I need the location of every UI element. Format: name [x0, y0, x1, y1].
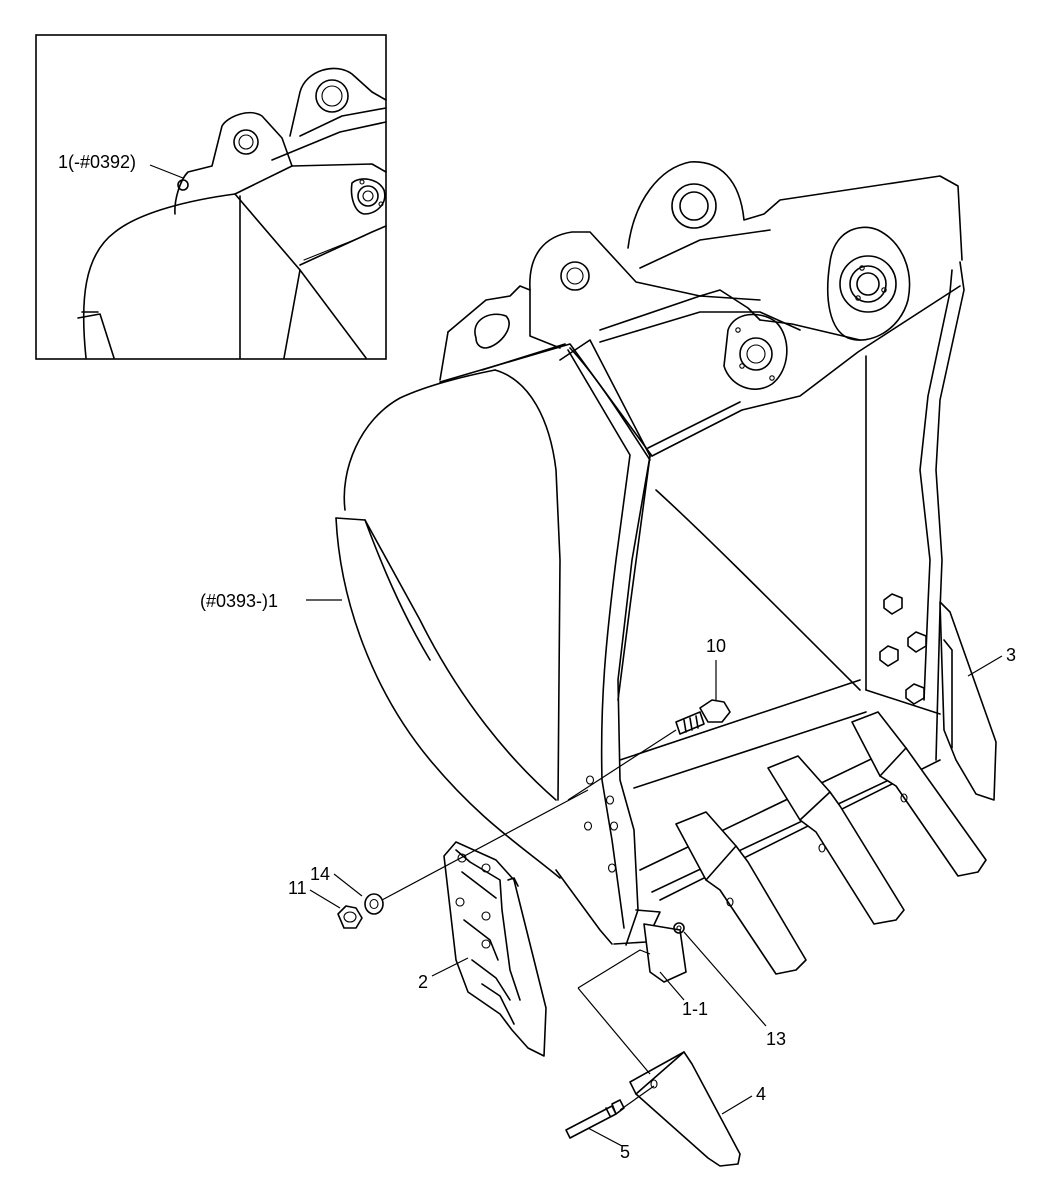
right-plate-bolts [879, 593, 927, 705]
callout-adapter: 1-1 [682, 999, 708, 1019]
callout-bolt: 10 [706, 636, 726, 656]
inset-panel: 1(-#0392) [35, 34, 387, 360]
callout-side-cutter-left: 2 [418, 972, 428, 992]
callout-pin-lock: 13 [766, 1029, 786, 1049]
mounted-teeth [643, 711, 987, 983]
callout-main-body: (#0393-)1 [200, 591, 278, 611]
callout-labels: (#0393-)1 10 3 14 11 2 1-1 13 4 5 [200, 591, 1016, 1162]
pin [565, 1099, 625, 1139]
pin-lock [673, 922, 685, 934]
callout-pin: 5 [620, 1142, 630, 1162]
callout-leaders [306, 599, 1003, 1147]
callout-side-cutter-right: 3 [1006, 645, 1016, 665]
nut [337, 905, 363, 929]
bolt [675, 699, 731, 735]
tooth [629, 1051, 741, 1167]
side-cutter-right [939, 601, 997, 801]
side-cutter-left [443, 841, 547, 1057]
assembly-lines [381, 729, 677, 1111]
callout-nut: 11 [288, 878, 307, 898]
inset-label: 1(-#0392) [58, 152, 136, 172]
callout-washer: 14 [310, 864, 330, 884]
inset-bucket-drawing [77, 67, 387, 359]
bucket-main-body [335, 161, 965, 946]
washer [364, 893, 384, 915]
callout-tooth: 4 [756, 1084, 766, 1104]
